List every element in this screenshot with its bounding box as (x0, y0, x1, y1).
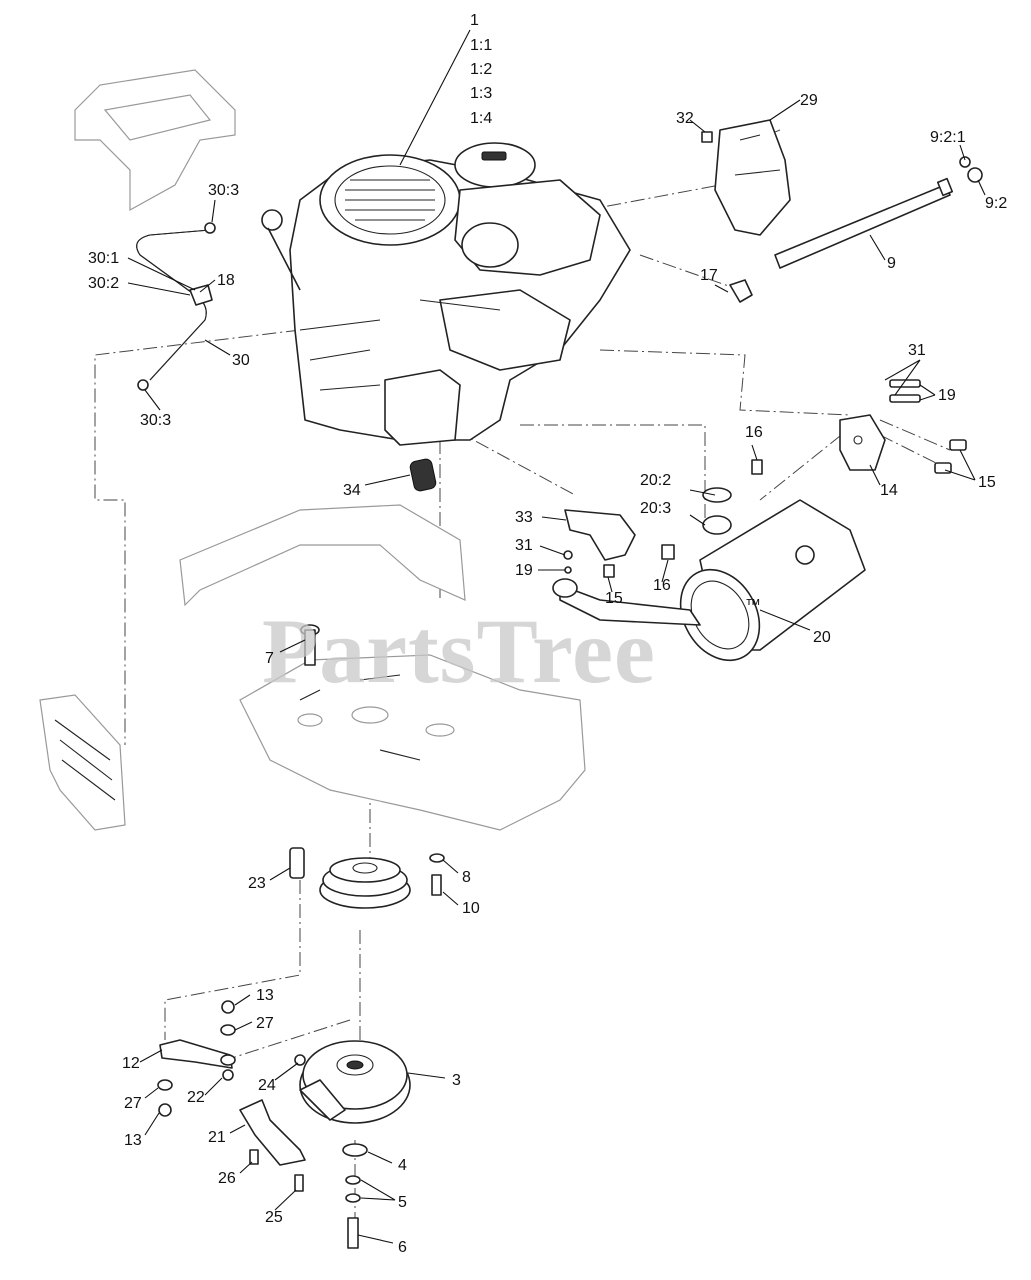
callout-26: 26 (218, 1170, 236, 1187)
mounting-deck-plate (179, 504, 586, 831)
callout-34: 34 (343, 482, 361, 499)
washer-8 (429, 853, 445, 863)
side-heat-shield (39, 694, 126, 831)
watermark-trademark: ™ (745, 597, 761, 614)
callout-19-right: 19 (938, 387, 956, 404)
callout-15-left: 15 (605, 590, 623, 607)
washers-5 (345, 1175, 361, 1203)
callout-31-right: 31 (908, 342, 926, 359)
callout-1-1: 1:1 (470, 37, 492, 54)
callout-16-bottom: 16 (653, 577, 671, 594)
callout-18: 18 (217, 272, 235, 289)
callout-8: 8 (462, 869, 471, 886)
clutch-3 (294, 1040, 411, 1124)
bolt-6 (347, 1217, 359, 1249)
callout-4: 4 (398, 1157, 407, 1174)
bolt-10 (431, 874, 442, 896)
callout-22: 22 (187, 1089, 205, 1106)
elbow-17 (729, 279, 753, 303)
hose-30 (136, 222, 216, 391)
callout-19-left: 19 (515, 562, 533, 579)
callout-6: 6 (398, 1239, 407, 1256)
washer-4 (342, 1143, 368, 1157)
callout-27-bottom: 27 (124, 1095, 142, 1112)
callout-13-top: 13 (256, 987, 274, 1004)
callout-30: 30 (232, 352, 250, 369)
callout-20-2: 20:2 (640, 472, 671, 489)
callout-1: 1 (470, 12, 479, 29)
bracket-21 (239, 1099, 306, 1192)
callout-10: 10 (462, 900, 480, 917)
callout-25: 25 (265, 1209, 283, 1226)
watermark: PartsTree (262, 600, 656, 702)
spacer-23 (289, 847, 305, 879)
callout-16-top: 16 (745, 424, 763, 441)
callout-17: 17 (700, 267, 718, 284)
callout-30-3-top: 30:3 (208, 182, 239, 199)
callout-20: 20 (813, 629, 831, 646)
engine (261, 142, 631, 446)
muffler-guard-29 (714, 119, 791, 236)
callout-13-bottom: 13 (124, 1132, 142, 1149)
callout-9: 9 (887, 255, 896, 272)
callout-24: 24 (258, 1077, 276, 1094)
callout-labels: 1 1:1 1:2 1:3 1:4 29 32 9:2:1 9:2 9 17 3… (88, 12, 1007, 1256)
bolt-32 (701, 131, 713, 143)
tube-9 (774, 156, 983, 269)
callout-1-3: 1:3 (470, 85, 492, 102)
callout-5: 5 (398, 1194, 407, 1211)
callout-23: 23 (248, 875, 266, 892)
callout-1-4: 1:4 (470, 110, 492, 127)
callout-14: 14 (880, 482, 898, 499)
callout-31-left: 31 (515, 537, 533, 554)
arm-12 (157, 1000, 236, 1117)
pin-7 (300, 624, 320, 666)
callout-12: 12 (122, 1055, 140, 1072)
callout-1-2: 1:2 (470, 61, 492, 78)
callout-32: 32 (676, 110, 694, 127)
callout-9-2: 9:2 (985, 195, 1007, 212)
callout-15-right: 15 (978, 474, 996, 491)
upper-mount-bracket (74, 69, 236, 212)
callout-30-1: 30:1 (88, 250, 119, 267)
callout-33: 33 (515, 509, 533, 526)
callout-27-top: 27 (256, 1015, 274, 1032)
pulley (319, 857, 411, 909)
callout-30-2: 30:2 (88, 275, 119, 292)
spring-34 (409, 458, 437, 492)
clamp-bracket-33 (563, 509, 636, 578)
callout-20-3: 20:3 (640, 500, 671, 517)
callout-21: 21 (208, 1129, 226, 1146)
bracket-14 (839, 379, 967, 474)
callout-9-2-1: 9:2:1 (930, 129, 966, 146)
callout-3: 3 (452, 1072, 461, 1089)
callout-29: 29 (800, 92, 818, 109)
callout-30-3-bottom: 30:3 (140, 412, 171, 429)
muffler-20 (552, 459, 866, 662)
callout-7: 7 (265, 650, 274, 667)
leader-lines (127, 29, 986, 1244)
